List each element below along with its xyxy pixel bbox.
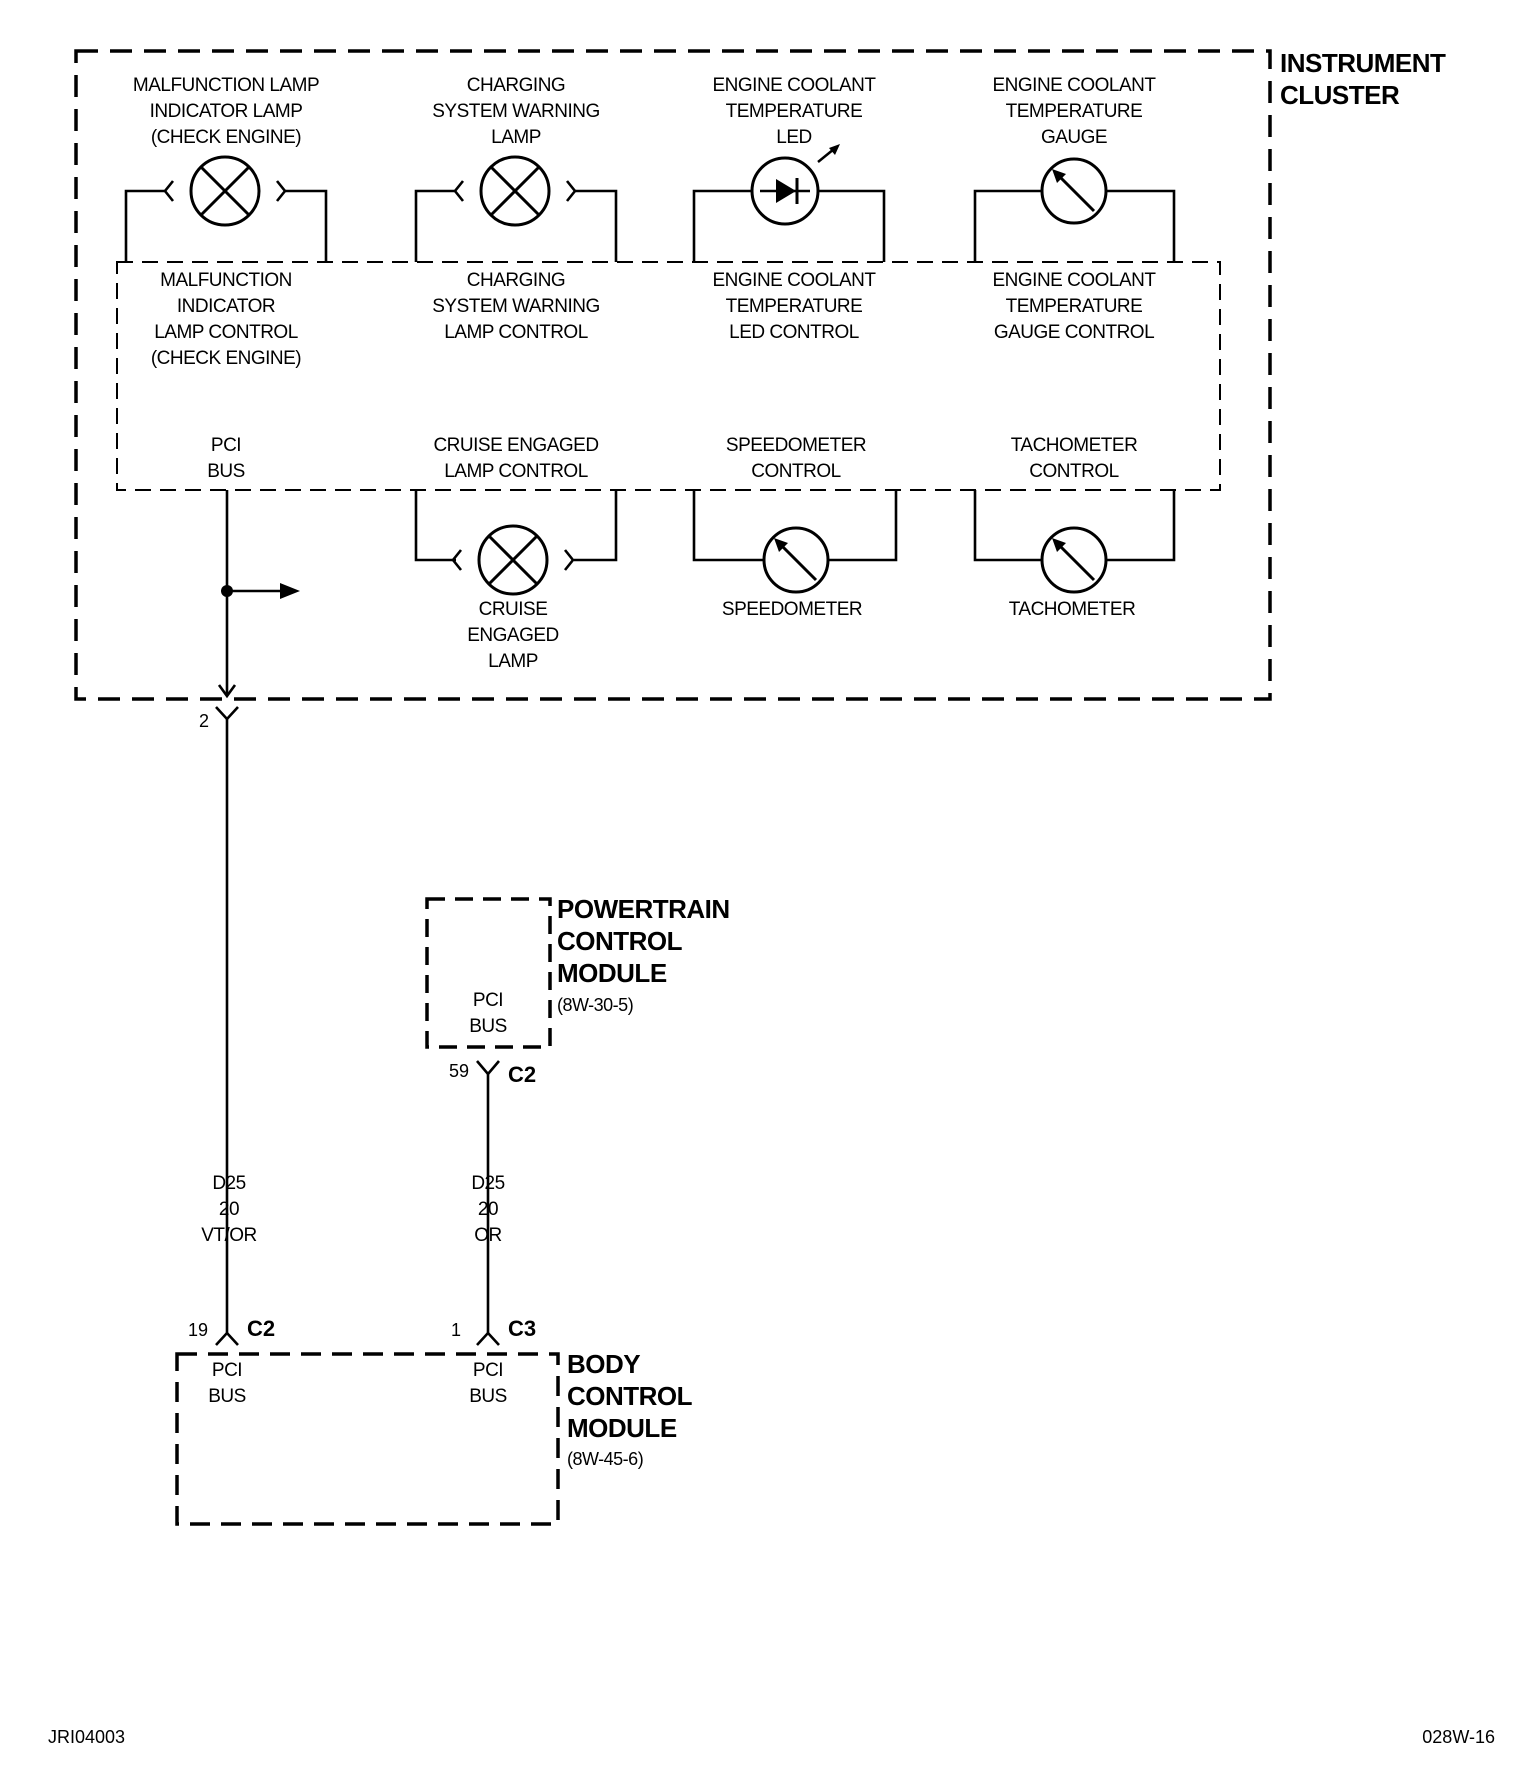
pcm-outline — [425, 897, 552, 1049]
bcm-outline — [175, 1352, 560, 1526]
speedometer-label: SPEEDOMETER — [722, 599, 862, 620]
cruise-lamp-circuit — [414, 490, 456, 562]
tachometer-label: TACHOMETER — [1009, 599, 1136, 620]
svg-text:C2: C2 — [247, 1316, 275, 1341]
cruise-lamp-icon — [451, 524, 575, 596]
pcm-label-2: CONTROL — [557, 926, 683, 956]
coolant-led-circuit — [692, 189, 752, 262]
coolant-gauge-icon — [1040, 157, 1108, 225]
led-icon — [750, 144, 840, 226]
tachometer-circuit — [973, 490, 1042, 562]
bcm-label-1: BODY — [567, 1349, 640, 1379]
svg-text:2: 2 — [199, 711, 209, 731]
charging-lamp-icon — [453, 155, 577, 227]
mil-lamp-circuit — [124, 189, 166, 262]
pcm-connector-pin-59: 59 C2 — [449, 1060, 536, 1087]
speedometer-icon — [762, 526, 830, 594]
coolant-gauge-circuit — [973, 189, 1041, 262]
mil-lamp-icon — [163, 155, 287, 227]
svg-text:59: 59 — [449, 1061, 469, 1081]
bcm-label-3: MODULE — [567, 1413, 677, 1443]
bcm-connector-c2-pin-19: 19 C2 — [188, 1316, 275, 1346]
speedometer-circuit — [692, 490, 764, 562]
pcm-label-3: MODULE — [557, 958, 667, 988]
svg-text:C2: C2 — [508, 1062, 536, 1087]
bcm-connector-c3-pin-1: 1 C3 — [451, 1316, 536, 1346]
svg-text:C3: C3 — [508, 1316, 536, 1341]
cluster-control-outline — [116, 261, 1221, 491]
pcm-ref: (8W-30-5) — [557, 995, 633, 1015]
ic-connector-pin-2: 2 — [199, 706, 239, 731]
figure-id: JRI04003 — [48, 1727, 125, 1747]
charging-lamp-circuit — [414, 189, 456, 262]
instrument-cluster-label-1: INSTRUMENT — [1280, 48, 1446, 78]
bcm-ref: (8W-45-6) — [567, 1449, 643, 1469]
tachometer-icon — [1040, 526, 1108, 594]
svg-text:19: 19 — [188, 1320, 208, 1340]
instrument-cluster-outline — [74, 49, 1272, 701]
instrument-cluster-label-2: CLUSTER — [1280, 80, 1400, 110]
ic-pci-bus-wire — [217, 490, 300, 699]
page-ref: 028W-16 — [1422, 1727, 1495, 1747]
pcm-label-1: POWERTRAIN — [557, 894, 730, 924]
bcm-label-2: CONTROL — [567, 1381, 693, 1411]
svg-text:1: 1 — [451, 1320, 461, 1340]
